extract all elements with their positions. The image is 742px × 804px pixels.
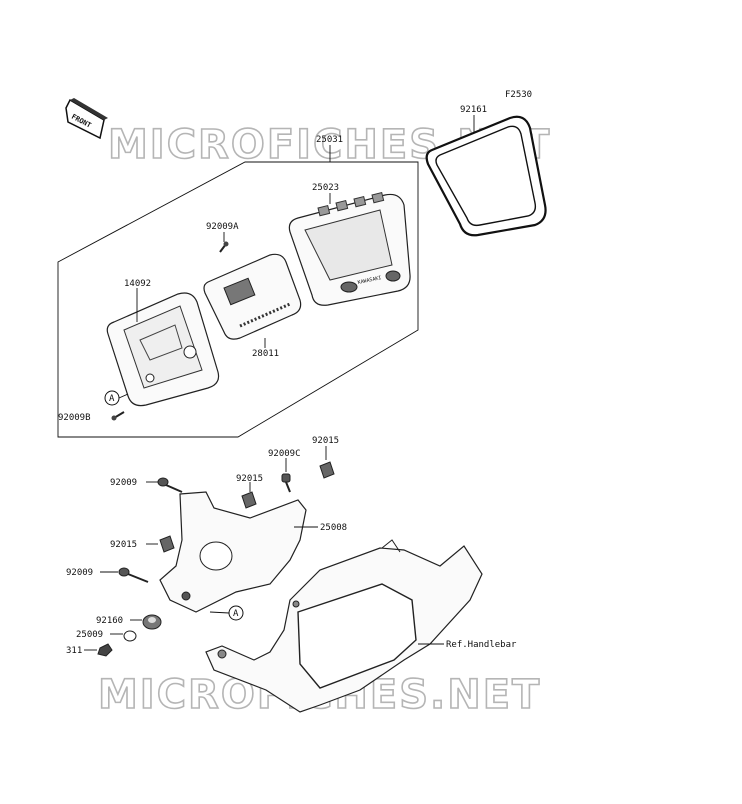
- clip-92015-center: [241, 491, 257, 509]
- handlebar-cover: [205, 539, 483, 713]
- marker-a-top-leader: [118, 393, 129, 399]
- callout-25009: 25009: [76, 630, 103, 640]
- clip-92015-right: [319, 461, 335, 479]
- circuit-board-28011: [203, 253, 302, 340]
- callout-92161: 92161: [460, 105, 487, 115]
- callout-92015-left: 92015: [110, 540, 137, 550]
- screw-92009-left: [118, 567, 149, 583]
- screw-92009B: [111, 411, 125, 421]
- bezel-frame-92161: [425, 115, 547, 237]
- figure-code: F2530: [505, 90, 532, 100]
- callout-25023: 25023: [312, 183, 339, 193]
- callout-92009B: 92009B: [58, 413, 91, 423]
- bracket-25008: [159, 491, 307, 613]
- nut-311: [97, 643, 113, 657]
- screw-92009A: [219, 241, 229, 253]
- callout-92009-left: 92009: [66, 568, 93, 578]
- callout-92015-center: 92015: [236, 474, 263, 484]
- front-arrow-icon: FRONT: [65, 98, 108, 140]
- callout-14092: 14092: [124, 279, 151, 289]
- callout-28011: 28011: [252, 349, 279, 359]
- callout-92015-right: 92015: [312, 436, 339, 446]
- callout-25031: 25031: [316, 135, 343, 145]
- marker-a-top-label: A: [109, 394, 115, 404]
- meter-unit-25023: KAWASAKI: [288, 191, 411, 306]
- callout-92160: 92160: [96, 616, 123, 626]
- assembly-box: [57, 161, 419, 438]
- collar-25009: [123, 630, 137, 642]
- marker-a-bottom-label: A: [233, 609, 239, 619]
- callout-92009C: 92009C: [268, 449, 301, 459]
- clip-92015-left: [159, 535, 175, 553]
- ref-handlebar-label: Ref.Handlebar: [446, 640, 517, 650]
- callout-311: 311: [66, 646, 82, 656]
- marker-a-bottom-leader: [209, 611, 230, 614]
- rear-case-14092: [106, 292, 220, 407]
- meter-logo: KAWASAKI: [357, 275, 382, 286]
- screw-92009C: [281, 473, 291, 493]
- screw-92009-top: [157, 477, 183, 493]
- grommet-92160: [142, 614, 162, 630]
- callout-92009A: 92009A: [206, 222, 239, 232]
- callout-92009-top: 92009: [110, 478, 137, 488]
- callout-25008: 25008: [320, 523, 347, 533]
